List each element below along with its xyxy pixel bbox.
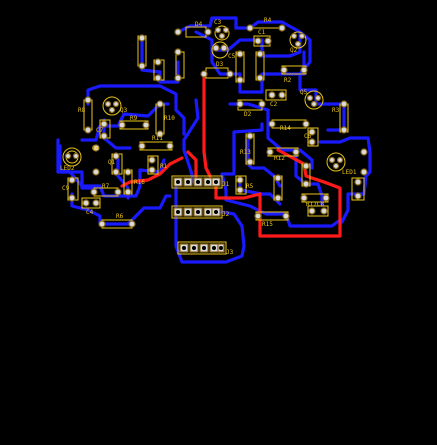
trace-blue-right-long: [220, 122, 342, 228]
label-r6: R6: [116, 213, 124, 220]
label-r3: R3: [332, 107, 340, 114]
label-r7: R7: [102, 183, 110, 190]
label-r14: R14: [280, 125, 291, 132]
label-r8: R8: [78, 107, 86, 114]
label-c5: C5: [228, 53, 236, 60]
q2-outline: [289, 31, 307, 49]
label-c9: C9: [62, 185, 70, 192]
designator-labels: D4 R4 C1 Q2 C3 C5 D3 R2 C2 D2 Q5 R3 R8 Q…: [60, 17, 357, 256]
label-r16: R16: [134, 179, 145, 186]
trace-red-center: [186, 150, 198, 178]
led1-outline: [326, 152, 346, 172]
round-pads: [64, 24, 368, 228]
j2-outline: [171, 205, 223, 219]
label-r4: R4: [264, 17, 272, 24]
q3-outline: [102, 96, 122, 116]
label-c1: C1: [258, 29, 266, 36]
trace-blue-c7: [102, 118, 132, 150]
label-d2: D2: [244, 111, 252, 118]
trace-blue-top-right: [298, 30, 346, 132]
label-r1: R1: [160, 163, 168, 170]
label-q5: Q5: [300, 89, 308, 96]
r17c8-cap-outline: [307, 205, 329, 217]
q5-outline: [304, 90, 324, 110]
trace-blue-right-block: [228, 102, 314, 170]
r5-outline: [235, 175, 247, 195]
trace-blue-j3: [174, 180, 246, 264]
label-q2: Q2: [290, 47, 298, 54]
label-j3: J3: [226, 249, 234, 256]
pads: [64, 24, 368, 253]
label-q1: Q1: [108, 159, 116, 166]
c5-outline: [211, 41, 229, 59]
trace-blue-right-edge: [318, 136, 372, 224]
label-r12: R12: [274, 155, 285, 162]
label-r17c8: R17C8: [306, 201, 324, 208]
label-q3: Q3: [120, 107, 128, 114]
trace-blue-center-vert: [182, 98, 200, 184]
j3-outline: [177, 241, 227, 255]
j1-pads: [173, 177, 221, 187]
label-led2: LED2: [60, 165, 75, 172]
r1-outline: [147, 155, 159, 175]
label-r2: R2: [284, 77, 292, 84]
j2-pads: [173, 207, 221, 217]
q4-outline: [62, 147, 82, 167]
label-j1: J1: [222, 181, 230, 188]
label-q4: Q4: [92, 145, 100, 152]
c2-outline: [265, 89, 287, 101]
trace-blue-q4-loop: [56, 138, 98, 190]
label-r13: R13: [240, 149, 251, 156]
label-led1: LED1: [342, 169, 357, 176]
j3-pads: [179, 243, 225, 253]
c4-outline: [81, 197, 101, 209]
trace-blue-left-bottom: [70, 192, 172, 226]
j1-outline: [171, 175, 223, 189]
label-j2: J2: [222, 211, 230, 218]
trace-blue-r12-c9: [238, 176, 282, 206]
label-c7: C7: [96, 127, 104, 134]
label-c6: C6: [304, 133, 312, 140]
label-d4: D4: [195, 21, 203, 28]
c6-outline: [307, 127, 319, 147]
label-r11: R11: [152, 135, 163, 142]
label-r9: R9: [130, 115, 138, 122]
label-c4: C4: [86, 209, 94, 216]
q-right-outline: [351, 177, 365, 201]
label-r5: R5: [246, 183, 254, 190]
trace-red-left: [120, 156, 184, 188]
trace-red-bottom-loop: [214, 148, 342, 238]
label-d3: D3: [216, 61, 224, 68]
top-traces: [120, 72, 342, 238]
trace-red-vertical: [202, 72, 212, 178]
label-c2: C2: [270, 101, 278, 108]
label-r15: R15: [262, 221, 273, 228]
label-r10: R10: [164, 115, 175, 122]
c3-outline: [214, 25, 230, 41]
trace-blue-left-top: [86, 84, 186, 136]
label-c3: C3: [214, 19, 222, 26]
